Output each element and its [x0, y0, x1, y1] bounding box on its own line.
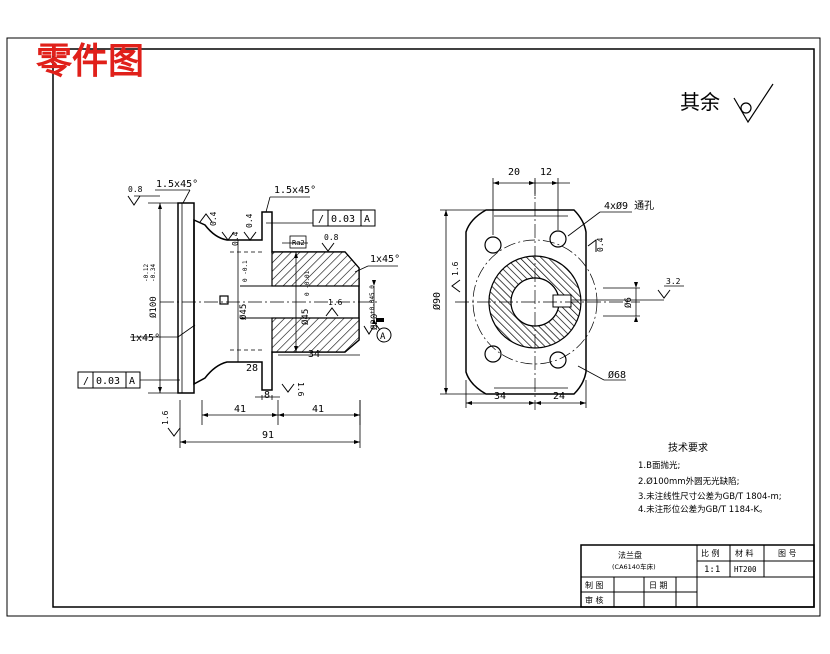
section-tol-100-lower: -0.34	[150, 264, 157, 282]
section-roughness-a: 0.4	[209, 211, 218, 226]
fcf-bottom	[77, 371, 141, 389]
end-dim-20: 20	[508, 167, 520, 178]
rest-roughness-label: 其余	[680, 90, 720, 114]
fcf-bottom-symbol: /	[83, 376, 89, 387]
section-ra-small: Ra2	[292, 239, 305, 247]
section-chamfer-left: 1x45°	[130, 333, 160, 344]
end-roughness-right: 0.4	[596, 237, 605, 252]
tb-checked: 审 核	[585, 595, 604, 605]
end-dia-6: Ø6	[623, 297, 634, 308]
stamp-title: 零件图	[36, 40, 144, 82]
end-dim-34: 34	[494, 391, 506, 402]
section-dim-28: 28	[246, 363, 258, 374]
end-dia-68: Ø68	[608, 369, 626, 381]
tech-req-item: 1.B面抛光;	[638, 460, 680, 471]
section-chamfer-top: 1.5x45°	[156, 179, 198, 190]
section-tol-100-upper: -0.12	[143, 264, 150, 282]
tb-drawn: 制 图	[585, 580, 604, 590]
section-dia-45-left: Ø45	[238, 304, 249, 320]
tb-header-material: 材 料	[735, 548, 754, 558]
end-dim-24: 24	[553, 391, 565, 402]
fcf-top	[312, 209, 376, 227]
tb-date: 日 期	[649, 581, 668, 590]
tech-req-item: 4.未注形位公差为GB/T 1184-K。	[638, 504, 768, 515]
section-roughness-left: 1.6	[161, 410, 170, 425]
section-view	[77, 189, 398, 448]
tb-part-sub: (CA6140车床)	[612, 562, 656, 571]
end-roughness-left: 1.6	[451, 261, 460, 276]
tb-material: HT200	[734, 565, 757, 574]
section-roughness-bore: 0.8	[324, 233, 339, 242]
section-tol-45b: 0 -0.01	[304, 270, 311, 296]
section-roughness-bottom: 1.6	[296, 382, 305, 397]
fcf-bottom-value: 0.03	[96, 376, 120, 387]
fcf-top-value: 0.03	[331, 214, 355, 225]
end-dim-12: 12	[540, 167, 552, 178]
section-roughness-c: 0.4	[245, 213, 254, 228]
tb-part-name: 法兰盘	[618, 550, 642, 560]
fcf-bottom-datum: A	[129, 376, 135, 387]
section-dim-8: 8	[264, 390, 270, 401]
title-block	[580, 544, 815, 608]
tb-header-scale: 比 例	[701, 548, 720, 558]
end-holes-note: 4xØ9 通孔	[604, 200, 654, 212]
datum-a-symbol	[373, 318, 392, 343]
tech-req-title: 技术要求	[668, 441, 708, 454]
inner-frame	[52, 48, 815, 608]
end-roughness-keyway: 3.2	[666, 277, 681, 286]
section-roughness-top: 0.8	[128, 185, 143, 194]
section-datum-a: A	[380, 332, 386, 342]
section-dim-91: 91	[262, 430, 274, 441]
roughness-icon	[733, 83, 774, 124]
section-chamfer-right: 1x45°	[370, 254, 400, 265]
tb-scale: 1:1	[704, 565, 720, 575]
tech-req-item: 2.Ø100mm外圆无光缺陷;	[638, 476, 739, 487]
end-view	[440, 178, 684, 410]
end-dia-90: Ø90	[431, 292, 443, 310]
section-dia-100: Ø100	[148, 296, 159, 318]
fcf-top-datum: A	[364, 214, 370, 225]
section-chamfer-neck: 1.5x45°	[274, 185, 316, 196]
section-dim-41-left: 41	[234, 404, 246, 415]
section-dim-41-right: 41	[312, 404, 324, 415]
roughness-symbol-top	[127, 195, 141, 206]
outer-frame	[6, 37, 821, 617]
tb-header-drawing-no: 图 号	[778, 549, 797, 558]
section-tol-45: 0 -0.1	[242, 260, 249, 282]
section-tol-20: +0.045 0	[369, 285, 376, 314]
section-roughness-inner: 1.6	[328, 298, 343, 307]
fcf-top-symbol: /	[318, 214, 324, 225]
tech-req-item: 3.未注线性尺寸公差为GB/T 1804-m;	[638, 491, 782, 502]
section-dim-34: 34	[308, 349, 320, 360]
section-dia-45-right: Ø45	[300, 309, 311, 325]
section-dia-20: Ø20	[369, 314, 380, 330]
flange-body	[177, 202, 195, 394]
section-roughness-b: 0.4	[231, 231, 240, 246]
